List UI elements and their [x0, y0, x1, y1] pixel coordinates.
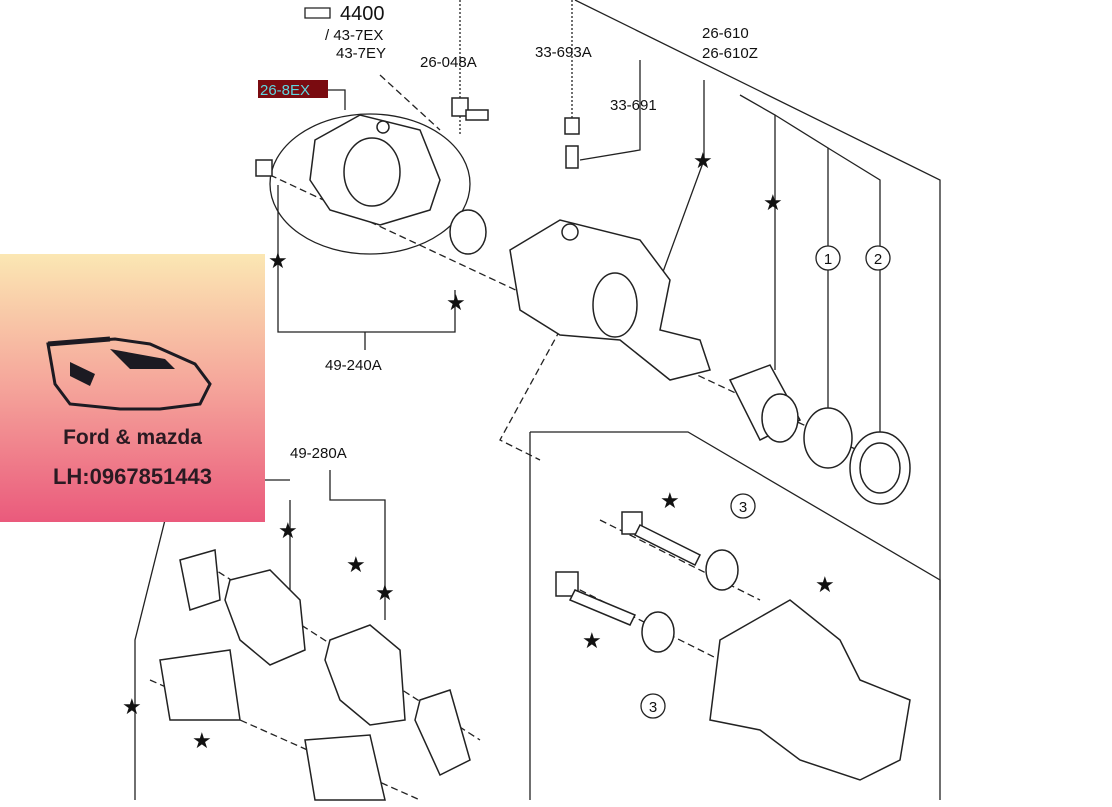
ref-43-7ex: / 43-7EX — [325, 27, 383, 44]
bolt — [255, 159, 273, 177]
callout-3: 3 — [640, 693, 666, 719]
star-icon: ★ — [815, 573, 835, 598]
star-icon: ★ — [693, 149, 713, 174]
guide-pin-upper — [621, 511, 702, 567]
leader — [659, 80, 705, 281]
o-ring — [449, 209, 487, 255]
part-33-693a: 33-693A — [535, 44, 592, 61]
bolt-26-048a — [451, 97, 489, 121]
part-26-8ex: 26-8EX — [260, 82, 310, 99]
svg-text:1: 1 — [824, 251, 832, 268]
leader — [827, 147, 881, 440]
piston — [728, 364, 802, 443]
shim — [179, 549, 221, 611]
star-icon: ★ — [192, 729, 212, 754]
leader — [277, 185, 456, 333]
ref-43-7ey: 43-7EY — [336, 45, 386, 62]
star-icon: ★ — [346, 553, 366, 578]
pin-boot — [705, 549, 739, 591]
part-33-691: 33-691 — [610, 97, 657, 114]
bleeder-screw — [564, 117, 580, 169]
watermark-banner: Ford & mazda LH:0967851443 — [0, 254, 265, 522]
part-26-048a: 26-048A — [420, 54, 477, 71]
frame-line — [530, 431, 941, 800]
ref-4400: 4400 — [340, 3, 385, 25]
axis-line — [379, 74, 441, 131]
car-logo-icon — [46, 336, 212, 411]
star-icon: ★ — [763, 191, 783, 216]
shim — [414, 689, 471, 777]
pad-clip — [159, 649, 241, 721]
star-icon: ★ — [660, 489, 680, 514]
callout-1: 1 — [815, 245, 841, 271]
highlight-circle — [269, 113, 471, 255]
highlight-box — [258, 80, 328, 98]
axis-line — [499, 329, 561, 461]
brand-name: Ford & mazda — [63, 426, 202, 449]
brake-pad — [324, 624, 406, 726]
star-icon: ★ — [268, 249, 288, 274]
star-icon: ★ — [582, 629, 602, 654]
pointing-hand-icon — [304, 7, 331, 19]
caliper-body — [509, 219, 711, 381]
leader — [739, 94, 776, 370]
part-26-610z: 26-610Z — [702, 45, 758, 62]
dust-boot-inner — [859, 442, 901, 494]
piston-seal — [803, 407, 853, 469]
svg-text:2: 2 — [874, 251, 882, 268]
svg-text:3: 3 — [649, 699, 657, 716]
callout-3: 3 — [730, 493, 756, 519]
axis-line — [559, 579, 721, 661]
svg-text:3: 3 — [739, 499, 747, 516]
brake-pad — [224, 569, 306, 666]
frame-line — [574, 0, 941, 600]
axis-line — [599, 519, 761, 601]
star-icon: ★ — [278, 519, 298, 544]
leader — [329, 470, 386, 620]
pin-boot — [641, 611, 675, 653]
part-49-280a: 49-280A — [290, 445, 347, 462]
star-icon: ★ — [375, 581, 395, 606]
star-icon: ★ — [446, 291, 466, 316]
pad-clip — [304, 734, 386, 801]
part-49-240a: 49-240A — [325, 357, 382, 374]
callout-2: 2 — [865, 245, 891, 271]
contact-phone: LH:0967851443 — [52, 464, 212, 489]
leader — [579, 60, 641, 161]
caliper-bracket — [709, 599, 911, 781]
star-icon: ★ — [122, 695, 142, 720]
guide-pin-lower — [555, 571, 637, 626]
part-26-610: 26-610 — [702, 25, 749, 42]
parking-brake-actuator — [309, 114, 441, 226]
